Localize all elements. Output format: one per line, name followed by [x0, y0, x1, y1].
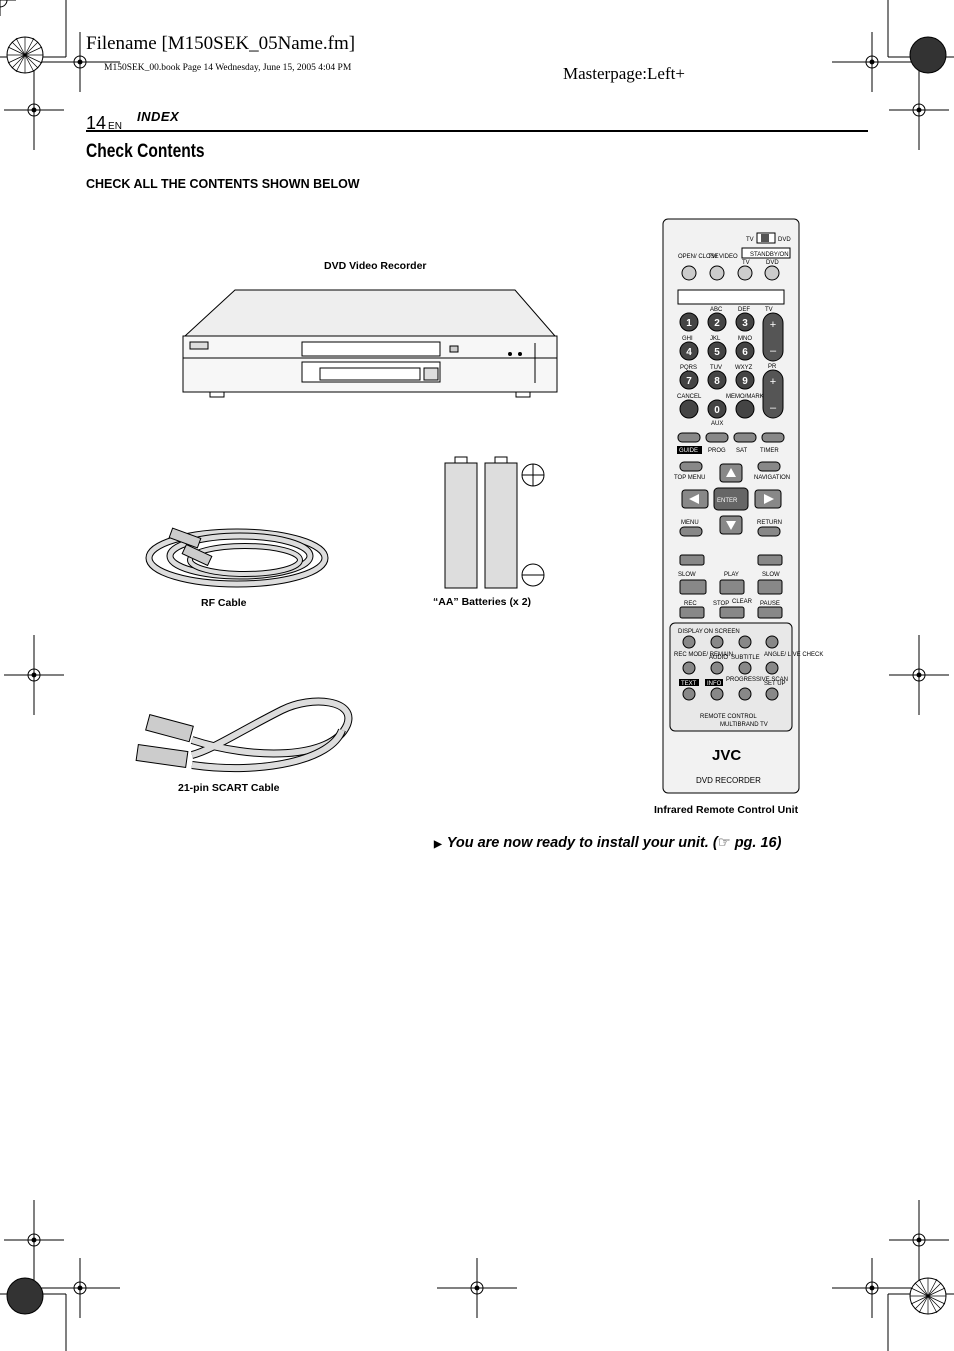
page-reference-link[interactable]: pg. 16)	[730, 835, 782, 851]
remote-label-menu: MENU	[681, 520, 699, 526]
remote-label-ghi: GHI	[682, 336, 693, 342]
remote-label-pause: PAUSE	[760, 601, 780, 607]
remote-label-tv2: TV	[742, 260, 750, 266]
remote-label-rec-mode: REC MODE/ REMAIN	[674, 652, 733, 658]
remote-label-on-screen: ON SCREEN	[704, 629, 740, 635]
book-info-line: M150SEK_00.book Page 14 Wednesday, June …	[104, 63, 352, 73]
remote-label-guide: GUIDE	[679, 448, 698, 454]
batteries-caption: “AA” Batteries (x 2)	[433, 596, 532, 608]
remote-label-aux: AUX	[711, 421, 723, 427]
remote-label-display: DISPLAY	[678, 629, 703, 635]
svg-text:0: 0	[714, 405, 720, 416]
remote-label-navigation: NAVIGATION	[754, 475, 790, 481]
remote-label-remote-control: REMOTE CONTROL	[700, 714, 757, 720]
svg-text:3: 3	[742, 318, 748, 329]
svg-text:–: –	[770, 345, 777, 357]
remote-label-return: RETURN	[757, 520, 782, 526]
svg-text:5: 5	[714, 347, 720, 358]
remote-label-enter: ENTER	[717, 498, 738, 504]
remote-label-slow-right: SLOW	[762, 572, 780, 578]
remote-label-info: INFO	[707, 681, 722, 687]
svg-text:–: –	[770, 402, 777, 414]
remote-label-standby: STANDBY/ON	[750, 252, 789, 258]
section-index-link[interactable]: INDEX	[137, 109, 180, 124]
remote-label-clear: CLEAR	[732, 599, 753, 605]
header-rule	[86, 130, 868, 132]
remote-label-prog: PROG	[708, 448, 726, 454]
rf-cable-illustration	[145, 527, 329, 588]
masterpage-label: Masterpage:Left+	[563, 64, 685, 83]
remote-label-setup: SET UP	[764, 681, 786, 687]
svg-text:2: 2	[714, 318, 720, 329]
svg-text:4: 4	[686, 347, 692, 358]
svg-text:1: 1	[686, 318, 692, 329]
svg-text:6: 6	[742, 347, 748, 358]
ready-note: ▶ You are now ready to install your unit.…	[434, 835, 781, 851]
batteries-illustration	[444, 456, 545, 589]
remote-label-slow-left: SLOW	[678, 572, 696, 578]
remote-label-progressive: PROGRESSIVE SCAN	[726, 677, 788, 683]
remote-label-tv: TV	[746, 237, 754, 243]
remote-label-open-close: OPEN/ CLOSE	[678, 254, 719, 260]
scart-caption: 21-pin SCART Cable	[178, 782, 280, 794]
pointing-hand-icon: ☞	[717, 835, 731, 851]
remote-control-illustration: TV DVD STANDBY/ON OPEN/ CLOSE TV/ VIDEO …	[662, 218, 823, 794]
remote-label-text: TEXT	[681, 681, 697, 687]
remote-brand-logo: JVC	[712, 747, 741, 764]
remote-label-wxyz: WXYZ	[735, 365, 753, 371]
page-title: Check Contents	[86, 141, 205, 162]
page-number-value: 14	[86, 113, 107, 133]
remote-label-top-menu: TOP MENU	[674, 475, 705, 481]
remote-label-multibrand: MULTIBRAND TV	[720, 722, 768, 728]
rf-cable-caption: RF Cable	[201, 597, 247, 609]
remote-label-stop: STOP	[713, 601, 729, 607]
remote-label-timer: TIMER	[760, 448, 779, 454]
remote-label-def: DEF	[738, 307, 750, 313]
remote-label-rec: REC	[684, 601, 697, 607]
svg-text:9: 9	[742, 376, 748, 387]
remote-label-abc: ABC	[710, 307, 723, 313]
arrow-right-icon: ▶	[434, 839, 442, 850]
dvd-recorder-illustration	[182, 289, 558, 398]
remote-label-dvd2: DVD	[766, 260, 779, 266]
svg-text:7: 7	[686, 376, 692, 387]
svg-text:8: 8	[714, 376, 720, 387]
remote-label-pqrs: PQRS	[680, 365, 697, 371]
remote-label-jkl: JKL	[710, 336, 721, 342]
remote-label-dvd: DVD	[778, 237, 791, 243]
page-subtitle: CHECK ALL THE CONTENTS SHOWN BELOW	[86, 177, 360, 191]
remote-label-tuv: TUV	[710, 365, 722, 371]
ready-note-text: You are now ready to install your unit. …	[446, 835, 718, 851]
remote-label-sat: SAT	[736, 448, 748, 454]
remote-label-play: PLAY	[724, 572, 739, 578]
page-language: EN	[108, 121, 122, 132]
recorder-caption: DVD Video Recorder	[324, 260, 427, 272]
scart-cable-illustration	[135, 697, 353, 773]
filename-label: Filename [M150SEK_05Name.fm]	[86, 33, 356, 54]
remote-label-audio: AUDIO	[709, 655, 728, 661]
remote-label-cancel: CANCEL	[677, 394, 702, 400]
battery-polarity-icons	[521, 463, 545, 587]
svg-text:+: +	[770, 376, 776, 388]
remote-label-dvd-recorder: DVD RECORDER	[696, 776, 761, 785]
remote-caption: Infrared Remote Control Unit	[654, 804, 799, 816]
remote-label-tv-video: TV/ VIDEO	[708, 254, 738, 260]
svg-text:+: +	[770, 319, 776, 331]
remote-label-mno: MNO	[738, 336, 752, 342]
remote-label-angle: ANGLE/ LIVE CHECK	[764, 652, 823, 658]
remote-label-memo: MEMO/MARK	[726, 394, 764, 400]
remote-label-subtitle: SUBTITLE	[731, 655, 760, 661]
remote-label-pr: PR	[768, 364, 777, 370]
remote-label-tv3: TV	[765, 307, 773, 313]
